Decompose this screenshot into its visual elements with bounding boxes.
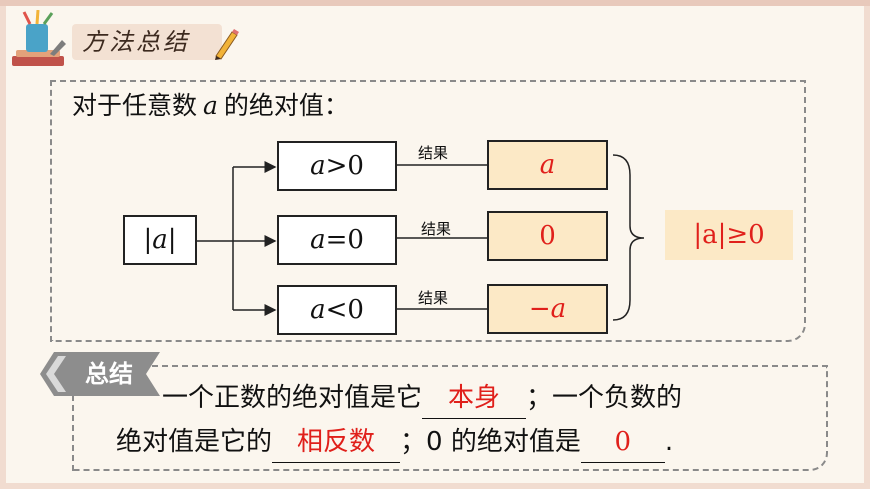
intro-variable: a: [203, 91, 218, 120]
answer-3: 0: [614, 427, 632, 457]
brace: [612, 154, 645, 321]
condition-var: a: [310, 151, 326, 181]
result-box-gt: a: [487, 140, 608, 190]
summary-line-1: 一个正数的绝对值是它本身 ；一个负数的: [162, 378, 682, 419]
summary-text-1a: 一个正数的绝对值是它: [162, 383, 423, 413]
condition-op: >0: [325, 151, 364, 181]
top-stripe: [0, 0, 870, 6]
stationery-icon: [12, 10, 66, 66]
summary-tag: 总结: [85, 360, 133, 388]
input-label: |a|: [143, 225, 177, 255]
input-box: |a|: [123, 215, 197, 265]
header-badge: [72, 24, 222, 60]
answer-2: 相反数: [297, 427, 376, 457]
diagram-frame: [50, 80, 806, 342]
condition-op: <0: [325, 295, 364, 325]
answer-blank-3: 0: [580, 422, 665, 463]
summary-frame: [72, 365, 828, 471]
pencil-icon: [215, 29, 239, 60]
result-box-eq: 0: [487, 211, 608, 261]
summary-end: .: [664, 427, 674, 457]
page-title: 方法总结: [82, 28, 190, 56]
conclusion-text: |a|≥0: [693, 220, 765, 250]
branch-label-eq: 结果: [421, 220, 452, 238]
intro-suffix: 的绝对值：: [223, 91, 349, 120]
result-value: 0: [539, 221, 556, 251]
condition-op: =0: [325, 225, 364, 255]
answer-1: 本身: [448, 383, 501, 413]
summary-line-2: 绝对值是它的相反数 ；0 的绝对值是 0.: [116, 422, 673, 463]
condition-var: a: [310, 295, 326, 325]
summary-text-2b: ；0 的绝对值是: [400, 427, 581, 457]
condition-var: a: [310, 225, 326, 255]
summary-text-1b: ；一个负数的: [526, 383, 683, 413]
result-value: −a: [528, 294, 567, 324]
condition-box-lt: a<0: [277, 285, 397, 335]
condition-box-eq: a=0: [277, 215, 397, 265]
condition-box-gt: a>0: [277, 141, 397, 191]
branch-label-lt: 结果: [418, 289, 449, 307]
branch-label-gt: 结果: [418, 144, 449, 162]
summary-tag-shape: [40, 352, 160, 396]
result-box-lt: −a: [487, 284, 608, 334]
summary-text-2a: 绝对值是它的: [116, 427, 273, 457]
answer-blank-2: 相反数: [272, 422, 401, 463]
conclusion-box: |a|≥0: [665, 210, 793, 260]
intro-prefix: 对于任意数: [72, 91, 198, 120]
answer-blank-1: 本身: [422, 378, 527, 419]
result-value: a: [539, 150, 556, 180]
